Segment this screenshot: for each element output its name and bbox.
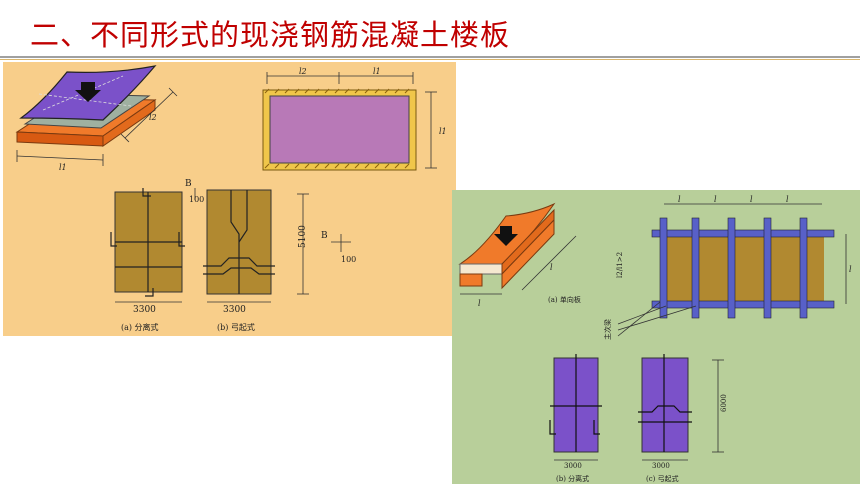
caption-bentup: (b) 弓起式: [217, 322, 255, 332]
dim-plan-l2: l2: [299, 67, 307, 76]
caption-separated-2: (b) 分离式: [556, 474, 589, 483]
width-3000-a: 3000: [564, 462, 582, 470]
width-3300-a: 3300: [133, 305, 156, 315]
two-way-slab-panel: l1 l2 l2 l1 l1: [3, 62, 456, 336]
dim-100-side: 100: [341, 255, 356, 264]
caption-separated: (a) 分离式: [121, 322, 159, 332]
dim-trough-w: l: [478, 299, 481, 308]
ratio-label: l2/l1>2: [616, 252, 624, 278]
title-divider-gold: [0, 59, 860, 60]
beam-label: 主次梁: [603, 319, 612, 340]
dim-grid-l4: l: [786, 195, 789, 204]
dim-grid-l1: l: [678, 195, 681, 204]
dim-l1: l1: [59, 163, 67, 172]
dim-plan-side: l1: [439, 127, 447, 136]
width-3000-b: 3000: [652, 462, 670, 470]
dim-grid-l2: l: [714, 195, 717, 204]
section-b-top: B: [185, 179, 192, 189]
dim-l2: l2: [149, 113, 157, 122]
dim-grid-side: l: [849, 265, 852, 274]
slab-separated-b: 3000 (b) 分离式: [549, 354, 602, 483]
title-divider: [0, 56, 860, 58]
dim-5100: 5100: [298, 225, 308, 248]
dim-6000: 6000: [720, 394, 728, 412]
width-3300-b: 3300: [223, 305, 246, 315]
caption-oneway: (a) 单向板: [548, 295, 581, 304]
two-way-slab-diagram: l1 l2 l2 l1 l1: [15, 65, 447, 332]
slab-bentup-c: 3000 (c) 弓起式 6000: [638, 354, 728, 483]
one-way-slab-panel: l l (a) 单向板 l l l l l l2/l1>2: [452, 190, 860, 484]
slab-separated-a: 3300 (a) 分离式: [110, 188, 185, 332]
one-way-slab-3d: l l (a) 单向板: [458, 202, 581, 308]
section-b-side: B: [321, 231, 328, 241]
two-way-slab-3d: l1 l2: [15, 65, 178, 172]
dim-100-top: 100: [189, 195, 204, 204]
dim-plan-l1: l1: [373, 67, 381, 76]
caption-bentup-2: (c) 弓起式: [646, 474, 679, 483]
two-way-slab-plan: l2 l1 l1: [262, 67, 447, 171]
one-way-slab-diagram: l l (a) 单向板 l l l l l l2/l1>2: [458, 195, 852, 483]
dim-grid-l3: l: [750, 195, 753, 204]
page-title: 二、不同形式的现浇钢筋混凝土楼板: [30, 18, 511, 52]
one-way-slab-grid: l l l l l l2/l1>2 主次梁: [603, 195, 852, 340]
dim-trough-l: l: [550, 263, 553, 272]
slab-bentup-b: 3300 (b) 弓起式 5100 B 100 B 100: [185, 179, 356, 332]
